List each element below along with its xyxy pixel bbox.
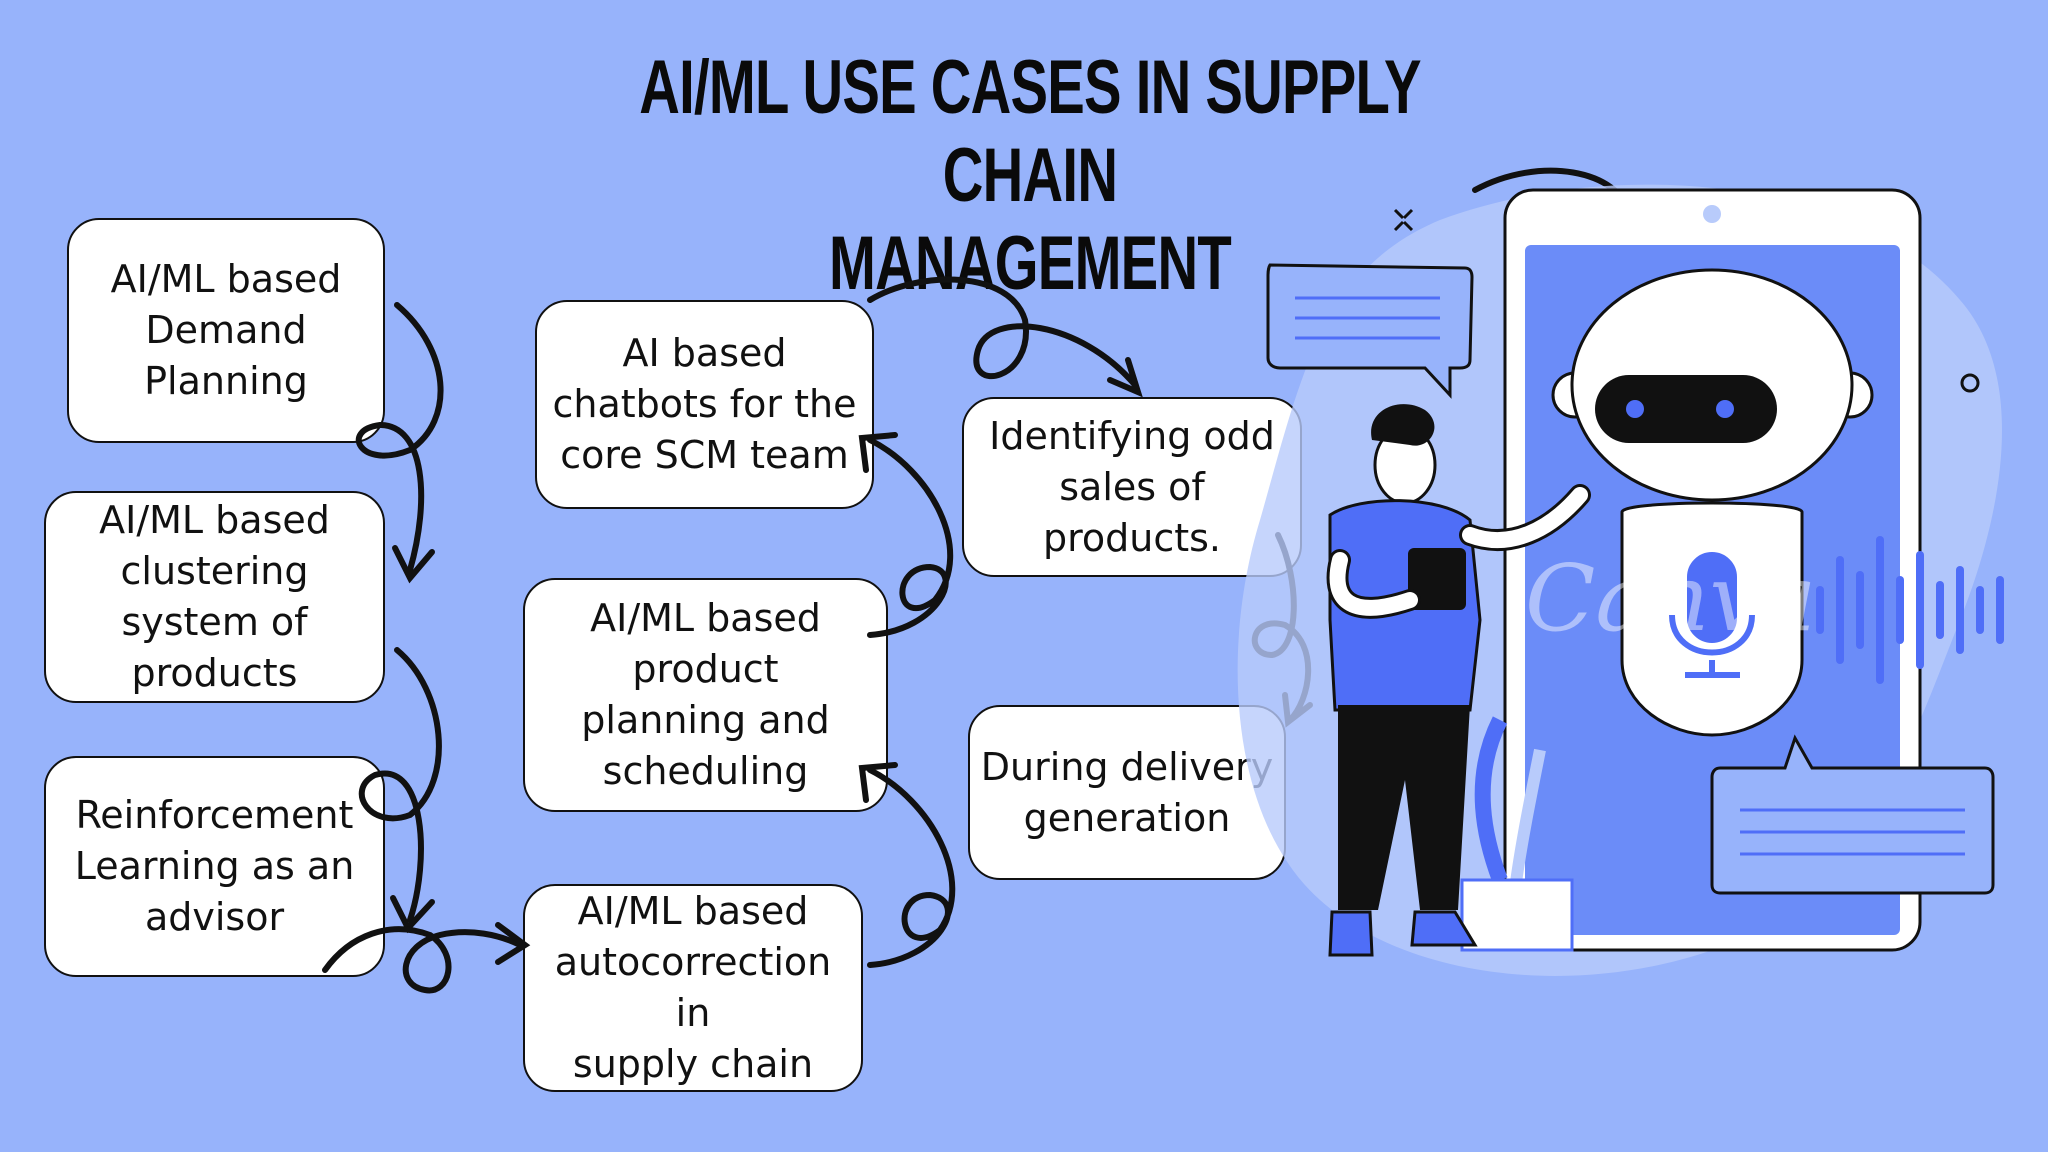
arrow-planning-to-chatbots: [867, 437, 954, 638]
box-label: AI/ML based autocorrection in supply cha…: [554, 889, 832, 1086]
arrowhead: [858, 762, 898, 803]
arrowhead: [392, 545, 435, 584]
box-delivery-generation: During delivery generation: [968, 705, 1286, 880]
arrow-clustering-to-reinforcement: [358, 647, 442, 923]
box-label: AI based chatbots for the core SCM team: [552, 331, 857, 477]
sound-wave-icon: [1816, 536, 2004, 684]
box-reinforcement-learning: Reinforcement Learning as an advisor: [44, 756, 385, 977]
box-product-planning: AI/ML based product planning and schedul…: [523, 578, 888, 812]
box-label: During delivery generation: [980, 744, 1274, 840]
box-label: AI/ML based clustering system of product…: [99, 498, 330, 695]
box-autocorrection: AI/ML based autocorrection in supply cha…: [523, 884, 863, 1092]
box-label: AI/ML based product planning and schedul…: [581, 596, 830, 793]
arrow-reinforcement-to-autocorrection: [322, 926, 523, 994]
microphone-icon: [1669, 552, 1755, 678]
ring-icon: [1960, 373, 1980, 393]
arrowhead: [1107, 357, 1143, 398]
arrowhead: [495, 922, 531, 965]
robot-icon: [1551, 268, 1874, 737]
sparkle-icon: [1393, 208, 1414, 232]
box-label: Reinforcement Learning as an advisor: [74, 793, 355, 939]
arrow-autocorrection-to-planning: [867, 767, 956, 968]
box-demand-planning: AI/ML based Demand Planning: [67, 218, 385, 443]
box-odd-sales: Identifying odd sales of products.: [962, 397, 1302, 577]
arrow-demand-to-clustering: [355, 302, 444, 573]
watermark: Canva: [1525, 545, 1816, 652]
plant-icon: [1460, 716, 1574, 952]
arrowhead: [858, 432, 898, 473]
box-chatbots: AI based chatbots for the core SCM team: [535, 300, 874, 509]
person-icon: [1326, 404, 1591, 957]
box-label: Identifying odd sales of products.: [989, 413, 1275, 560]
chat-bubble-icon: [1266, 263, 1474, 399]
box-label: AI/ML based Demand Planning: [110, 257, 342, 403]
box-clustering: AI/ML based clustering system of product…: [44, 491, 385, 703]
chat-bubble-icon: [1710, 734, 1995, 895]
arrow-chatbots-to-odd-sales: [867, 276, 1138, 388]
page-title: AI/ML USE CASES IN SUPPLY CHAIN MANAGEME…: [639, 45, 1421, 306]
